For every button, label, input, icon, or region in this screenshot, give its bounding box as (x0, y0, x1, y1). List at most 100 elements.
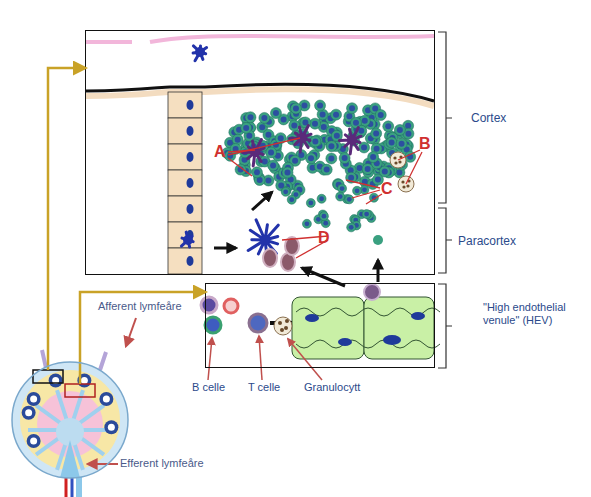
nucleus (349, 225, 354, 230)
zoom-arrow (80, 292, 205, 362)
leader-line (366, 194, 382, 204)
nucleus (246, 133, 252, 139)
lymphocyte (353, 186, 362, 195)
node-follicles (22, 374, 119, 448)
dendritic-cell (260, 235, 270, 245)
nucleus (397, 127, 403, 133)
nucleus (375, 177, 381, 183)
follicle (27, 434, 41, 448)
granule (285, 319, 289, 323)
afferent-vessel (42, 350, 46, 368)
leader-line (352, 190, 380, 198)
lymphocyte (306, 153, 317, 164)
lymphocyte (383, 121, 394, 132)
zoom-line (79, 362, 82, 384)
zoom-arrow (48, 68, 85, 362)
b-cell (205, 317, 221, 333)
germinal-center (81, 377, 88, 384)
germinal-center (103, 396, 110, 403)
lymphocyte (396, 138, 407, 149)
trabecula (168, 92, 202, 274)
leader-line (398, 150, 420, 160)
zoom-frame (65, 384, 95, 397)
movement-arrow (252, 192, 272, 210)
movement-arrow (214, 247, 236, 250)
nucleus (273, 110, 279, 116)
nucleus (361, 144, 367, 150)
nucleus (340, 186, 345, 191)
granule (284, 326, 288, 330)
dendritic-cell (183, 235, 193, 245)
node-label: Paracortex (458, 234, 548, 248)
granule (278, 321, 282, 325)
nucleus (382, 169, 388, 175)
nucleus (328, 155, 334, 161)
granule (394, 161, 397, 164)
lymphocyte (371, 128, 382, 139)
nucleus (243, 125, 249, 131)
nucleus (411, 312, 425, 320)
nucleus (364, 212, 369, 217)
nucleus (308, 201, 313, 206)
nucleus (187, 178, 194, 188)
granule (398, 160, 401, 163)
cell-label: Granulocytt (304, 381, 360, 394)
callout-letter: A (214, 142, 226, 161)
vessel (150, 36, 434, 42)
callout-letter: B (419, 134, 431, 153)
nucleus (285, 170, 291, 176)
leader-line (228, 138, 300, 155)
trabecula-cell (168, 248, 202, 274)
trabecula-cell (168, 170, 202, 196)
nucleus (247, 114, 253, 120)
nucleus (373, 130, 379, 136)
lymphocyte (368, 152, 379, 163)
leader-lines (228, 138, 422, 258)
lymph-node-circle: Afferent lymfeåreEfferent lymfeåre (12, 362, 128, 478)
lymphocyte (339, 153, 350, 164)
lymphocyte (201, 297, 217, 313)
nucleus (289, 197, 294, 202)
nucleus (278, 135, 284, 141)
nucleus (328, 143, 334, 149)
lymphocyte (315, 100, 326, 111)
lymphocyte (287, 195, 296, 204)
nucleus (324, 167, 330, 173)
follicular-dendritic-cell (347, 135, 357, 145)
bracket (438, 208, 452, 273)
lymphocyte (224, 299, 238, 313)
granule (402, 185, 405, 188)
nucleus (323, 221, 328, 226)
granulocyte (274, 317, 292, 335)
nucleus (265, 178, 271, 184)
dendritic-cell (195, 47, 205, 57)
lymphocyte (394, 124, 405, 135)
pointer-arrow (208, 338, 212, 380)
cell-label: B celle (192, 381, 225, 394)
nucleus (187, 204, 194, 214)
bracket (438, 32, 452, 203)
nucleus (301, 103, 307, 109)
nucleus (346, 113, 352, 119)
follicular-dendritic-cell (339, 128, 361, 154)
lymphocyte (331, 109, 342, 120)
lymphocyte (338, 184, 347, 193)
nucleus (365, 166, 371, 172)
lymphocyte (319, 212, 328, 221)
germinal-center (108, 424, 115, 431)
lymphocyte (306, 198, 315, 207)
nucleus (292, 158, 298, 164)
t-cell (249, 314, 267, 332)
nucleus (305, 314, 319, 322)
nucleus (374, 146, 380, 152)
lymphocyte (362, 210, 371, 219)
movement-arrow (377, 260, 380, 282)
nucleus (317, 103, 323, 109)
nucleus (338, 338, 352, 346)
vessel (86, 40, 132, 44)
nucleus (334, 133, 340, 139)
lymphocyte (282, 167, 293, 178)
capsule-band (86, 89, 434, 106)
hev-box: "High endothelial venule" (HEV) (205, 283, 435, 368)
